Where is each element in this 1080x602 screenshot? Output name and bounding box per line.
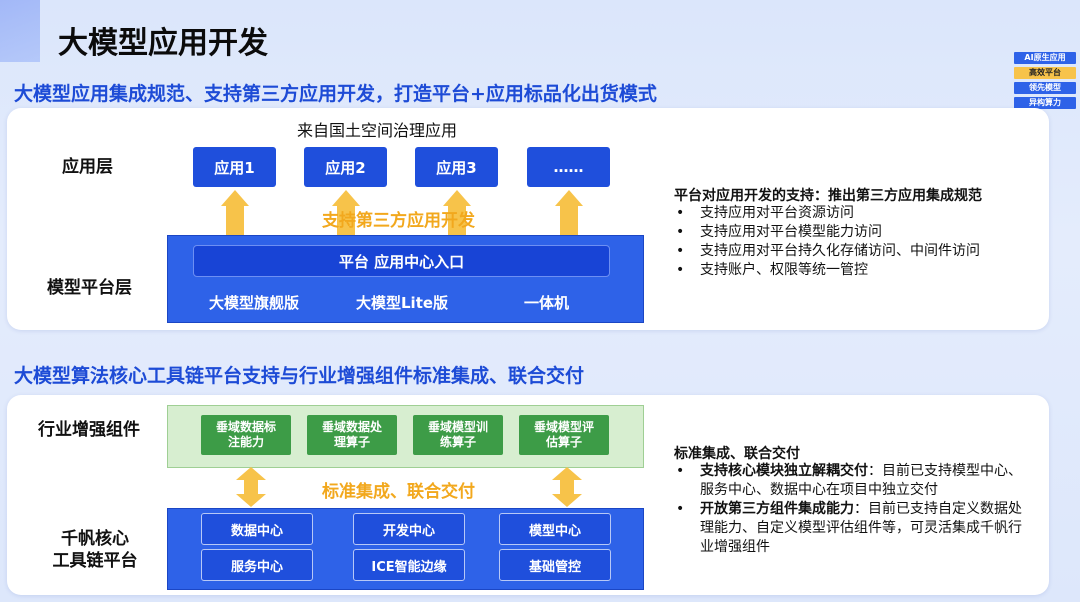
page-title: 大模型应用开发 <box>58 26 268 61</box>
bullet-item: 支持应用对平台资源访问 <box>674 204 1034 223</box>
section2-right-title: 标准集成、联合交付 <box>674 446 800 462</box>
section2-bullet-list: 支持核心模块独立解耦交付：目前已支持模型中心、服务中心、数据中心在项目中独立交付… <box>674 462 1029 557</box>
legend-item-platform: 高效平台 <box>1014 67 1076 79</box>
bullet-item: 支持应用对平台持久化存储访问、中间件访问 <box>674 242 1034 261</box>
industry-item-evaluation: 垂域模型评 估算子 <box>519 415 609 455</box>
platform-item-appliance: 一体机 <box>524 294 570 312</box>
core-item-base-control: 基础管控 <box>499 549 611 581</box>
legend-item-model: 领先模型 <box>1014 82 1076 94</box>
industry-item-training: 垂域模型训 练算子 <box>413 415 503 455</box>
core-label-line1: 千帆核心 <box>61 529 129 549</box>
platform-layer-label: 模型平台层 <box>47 278 132 298</box>
core-item-service-center: 服务中心 <box>201 549 313 581</box>
legend-item-ai-apps: AI原生应用 <box>1014 52 1076 64</box>
app-1-box: 应用1 <box>193 147 276 187</box>
core-item-data-center: 数据中心 <box>201 513 313 545</box>
core-label-line2: 工具链平台 <box>52 551 138 571</box>
legend-item-compute: 异构算力 <box>1014 97 1076 109</box>
bullet-bold: 支持核心模块独立解耦交付 <box>700 463 868 479</box>
bullet-item: 开放第三方组件集成能力：目前已支持自定义数据处理能力、自定义模型评估组件等，可灵… <box>674 500 1029 557</box>
app-more-box: …… <box>527 147 610 187</box>
bullet-bold: 开放第三方组件集成能力 <box>700 501 854 517</box>
app-layer-label: 应用层 <box>62 157 113 177</box>
industry-item-annotation: 垂域数据标 注能力 <box>201 415 291 455</box>
integration-text: 标准集成、联合交付 <box>322 482 475 502</box>
bullet-item: 支持账户、权限等统一管控 <box>674 261 1034 280</box>
platform-item-lite: 大模型Lite版 <box>356 294 449 312</box>
core-item-dev-center: 开发中心 <box>353 513 465 545</box>
double-arrow-icon <box>552 467 582 507</box>
double-arrow-icon <box>236 467 266 507</box>
core-toolchain-label: 千帆核心 工具链平台 <box>40 528 150 572</box>
industry-label: 行业增强组件 <box>38 420 140 440</box>
platform-item-flagship: 大模型旗舰版 <box>209 294 300 312</box>
core-item-ice-edge: ICE智能边缘 <box>353 549 465 581</box>
section1-right-title: 平台对应用开发的支持：推出第三方应用集成规范 <box>674 188 982 204</box>
legend: AI原生应用 高效平台 领先模型 异构算力 <box>1014 52 1076 112</box>
corner-accent <box>0 0 40 62</box>
core-item-model-center: 模型中心 <box>499 513 611 545</box>
bullet-item: 支持核心模块独立解耦交付：目前已支持模型中心、服务中心、数据中心在项目中独立交付 <box>674 462 1029 500</box>
app-3-box: 应用3 <box>415 147 498 187</box>
bullet-text: ：目前已支持自定义数据处理能力、自定义模型评估组件等，可灵活集成千帆行业增强组件 <box>700 501 1022 555</box>
section2-heading: 大模型算法核心工具链平台支持与行业增强组件标准集成、联合交付 <box>14 365 585 387</box>
app-2-box: 应用2 <box>304 147 387 187</box>
industry-item-processing: 垂域数据处 理算子 <box>307 415 397 455</box>
third-party-text: 支持第三方应用开发 <box>322 211 475 231</box>
bullet-item: 支持应用对平台模型能力访问 <box>674 223 1034 242</box>
app-center-entry: 平台 应用中心入口 <box>193 245 610 277</box>
section1-bullet-list: 支持应用对平台资源访问 支持应用对平台模型能力访问 支持应用对平台持久化存储访问… <box>674 204 1034 280</box>
section1-heading: 大模型应用集成规范、支持第三方应用开发，打造平台+应用标品化出货模式 <box>14 83 657 105</box>
bullet-text: ：目前已支持模型中心、服务中心、数据中心在项目中独立交付 <box>700 463 1022 498</box>
source-label: 来自国土空间治理应用 <box>297 121 458 140</box>
